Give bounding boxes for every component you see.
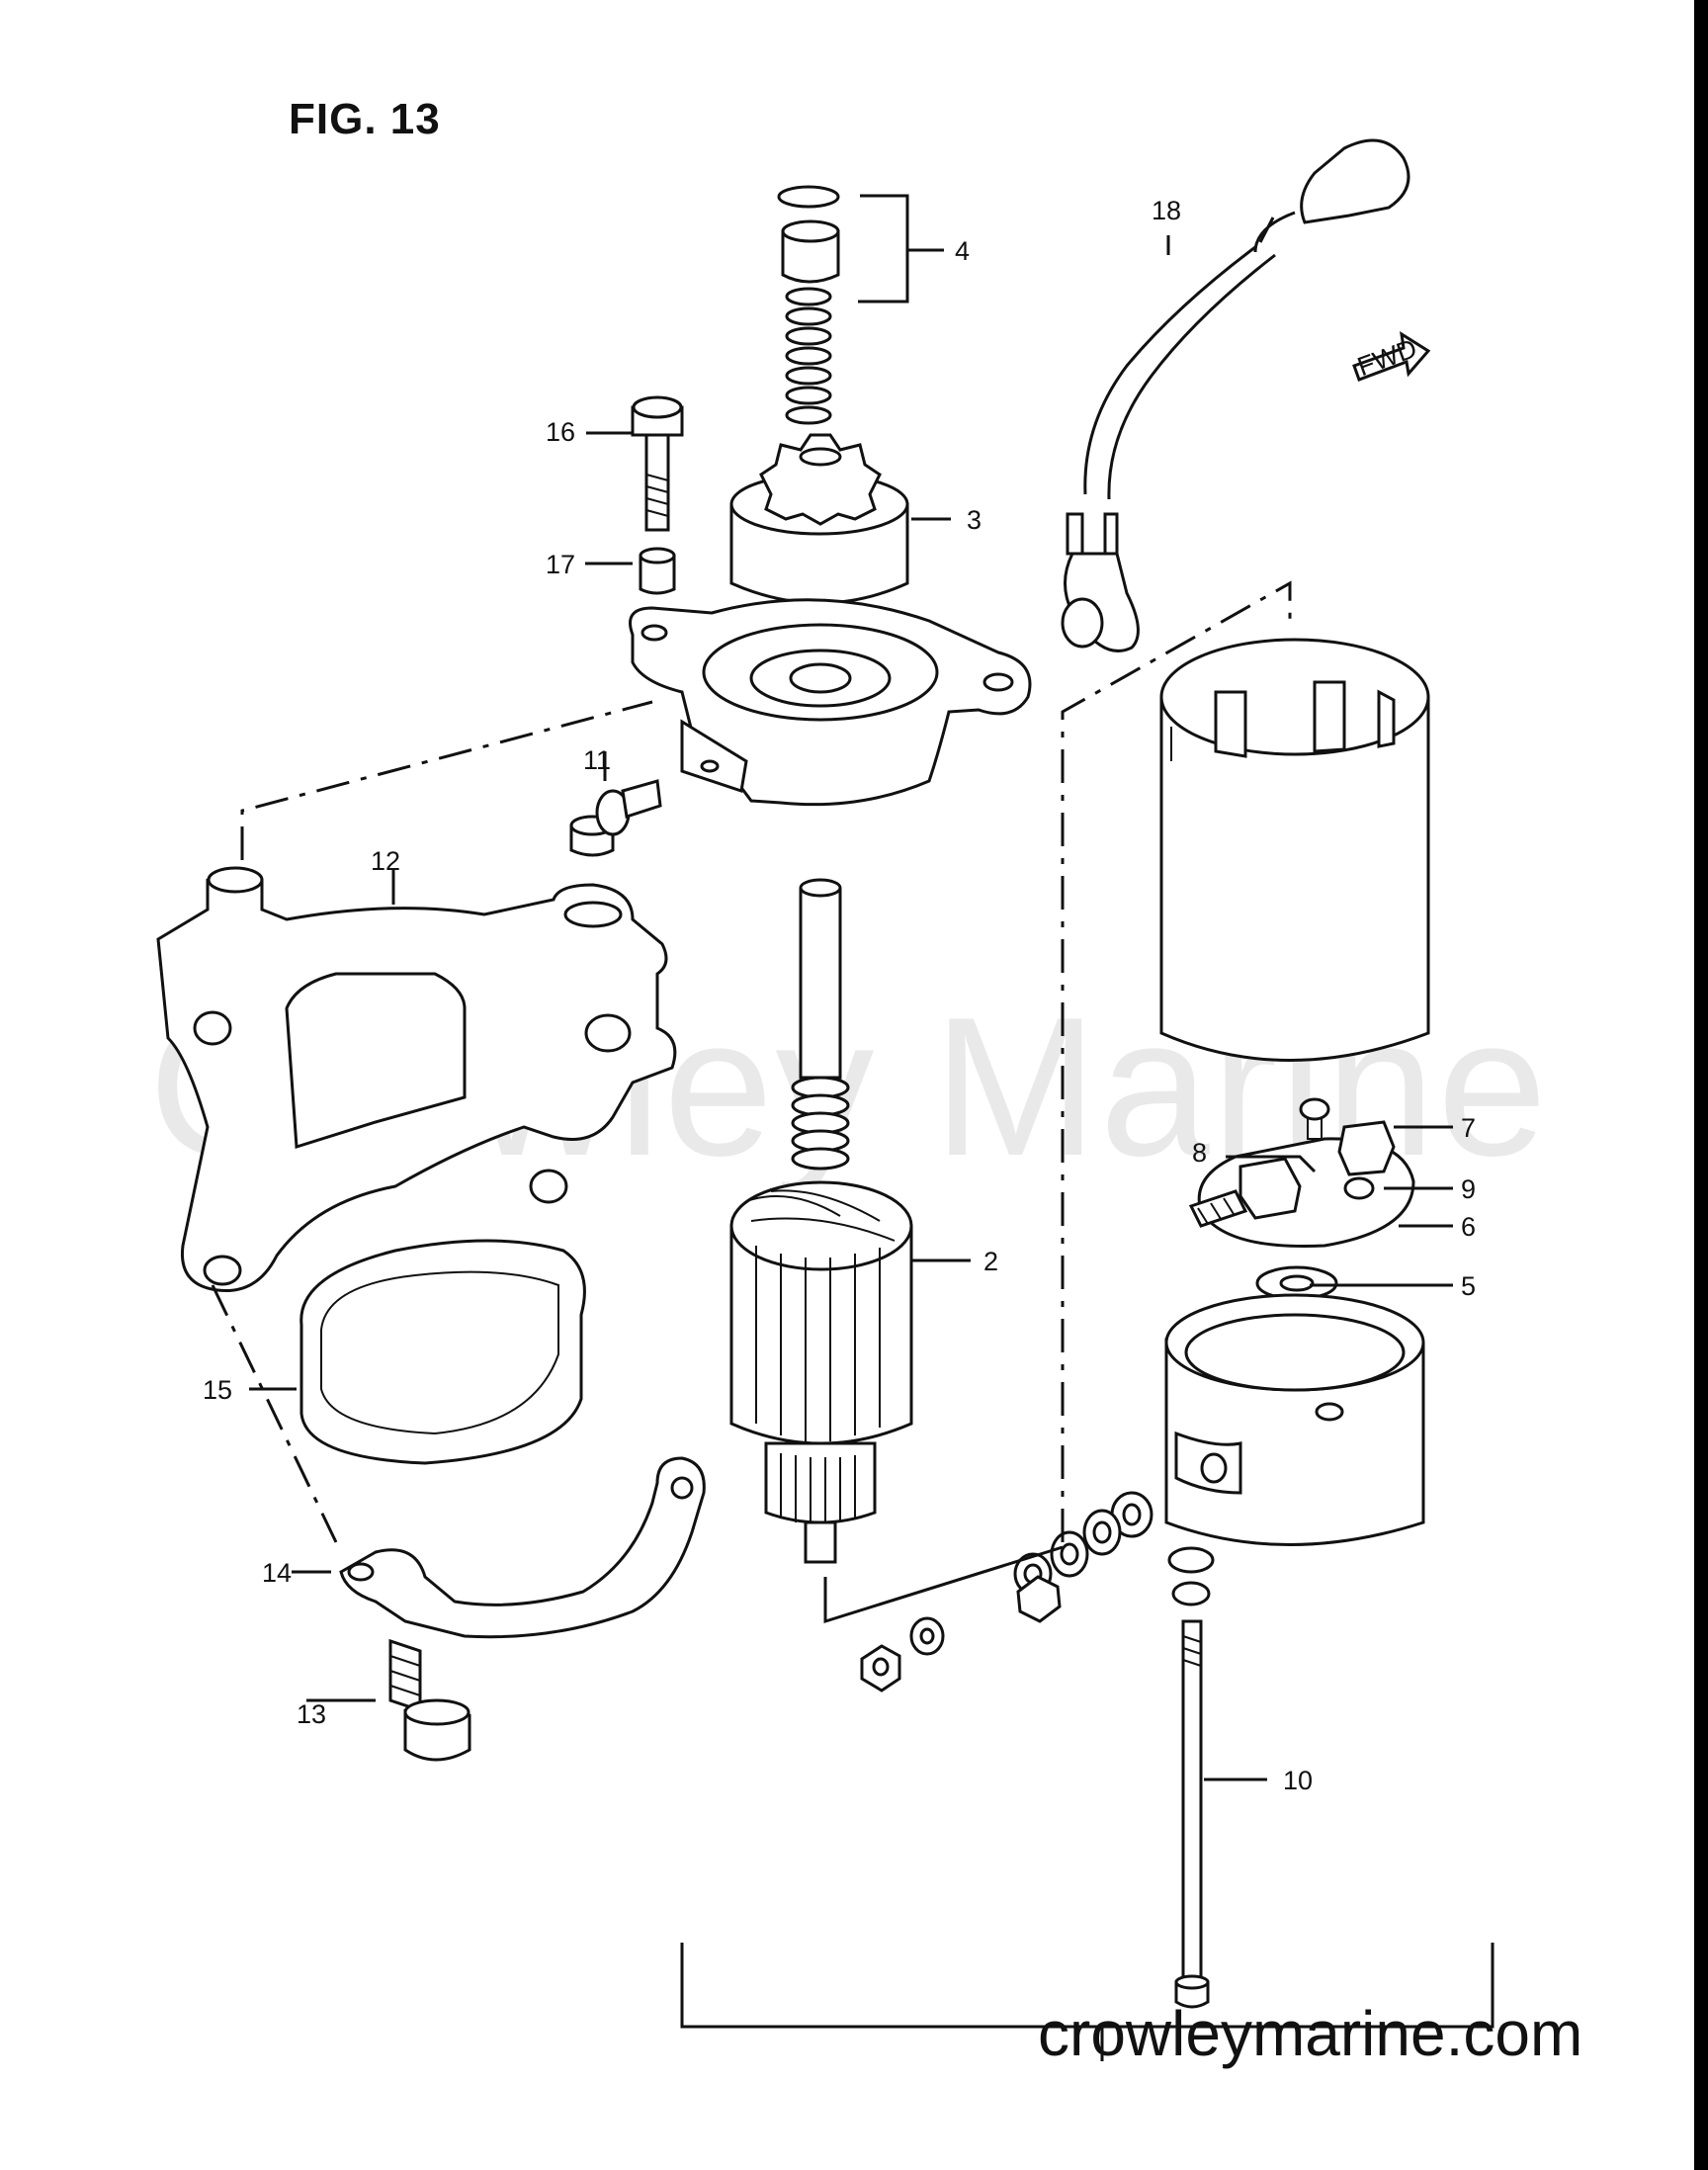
callout-10: 10 (1283, 1766, 1313, 1795)
brush-spring-9 (1343, 1176, 1375, 1200)
armature-spring (791, 1076, 850, 1171)
part-3-drive-pinion (729, 433, 909, 605)
figure-title: FIG. 13 (289, 95, 441, 143)
callout-13: 13 (297, 1699, 326, 1729)
callout-6: 6 (1461, 1212, 1476, 1242)
callout-leaders (249, 194, 1453, 1781)
callout-7: 7 (1461, 1113, 1476, 1143)
part-2-armature (729, 878, 913, 1564)
part-4-spring-set (777, 185, 840, 425)
part-18-cable (1061, 138, 1410, 652)
callout-16: 16 (546, 417, 575, 447)
part-14-strap (339, 1456, 706, 1639)
callout-17: 17 (546, 550, 575, 579)
brush-7 (1337, 1120, 1396, 1176)
brush-holder-assembly (1188, 1097, 1415, 1249)
callout-14: 14 (262, 1558, 292, 1588)
callout-8: 8 (1192, 1138, 1207, 1168)
small-screw-head (1299, 1097, 1330, 1121)
website-caption: crowleymarine.com (1038, 1998, 1583, 2069)
callout-18: 18 (1152, 196, 1181, 225)
part-17-dowel (639, 547, 676, 595)
callout-labels: 2 3 4 5 6 7 8 9 10 11 12 13 14 15 16 17 … (203, 196, 1476, 1795)
callout-9: 9 (1461, 1174, 1476, 1204)
stop-collar (781, 229, 840, 284)
part-16-bolt (631, 395, 684, 532)
drive-end-housing (629, 598, 1032, 807)
fwd-label: FWD (1353, 333, 1420, 382)
callout-3: 3 (967, 505, 982, 535)
callout-4: 4 (955, 236, 970, 266)
snap-ring (777, 185, 840, 209)
commutator-end-cover (1164, 1293, 1425, 1546)
part-12-bracket (156, 866, 677, 1293)
part-11-bolt (569, 779, 662, 857)
assembly-lines (211, 580, 1494, 2061)
yoke-field-frame (1159, 638, 1430, 1062)
part-10-through-bolt (1174, 1619, 1210, 2009)
fwd-direction-marker: FWD (1352, 331, 1431, 382)
brush-8 (1238, 1157, 1302, 1220)
callout-12: 12 (371, 846, 400, 876)
return-spring (785, 287, 832, 425)
callout-2: 2 (983, 1247, 998, 1276)
part-13-bolt (388, 1638, 471, 1762)
callout-15: 15 (203, 1375, 232, 1405)
part-15-rubber-band (299, 1239, 586, 1465)
callout-11: 11 (583, 745, 611, 775)
scan-edge-strip (1694, 0, 1708, 2170)
nuts-and-washers (860, 1491, 1215, 1693)
callout-5: 5 (1461, 1271, 1476, 1301)
stop-collar-top (781, 219, 840, 243)
arrow-right-icon (1352, 331, 1431, 382)
